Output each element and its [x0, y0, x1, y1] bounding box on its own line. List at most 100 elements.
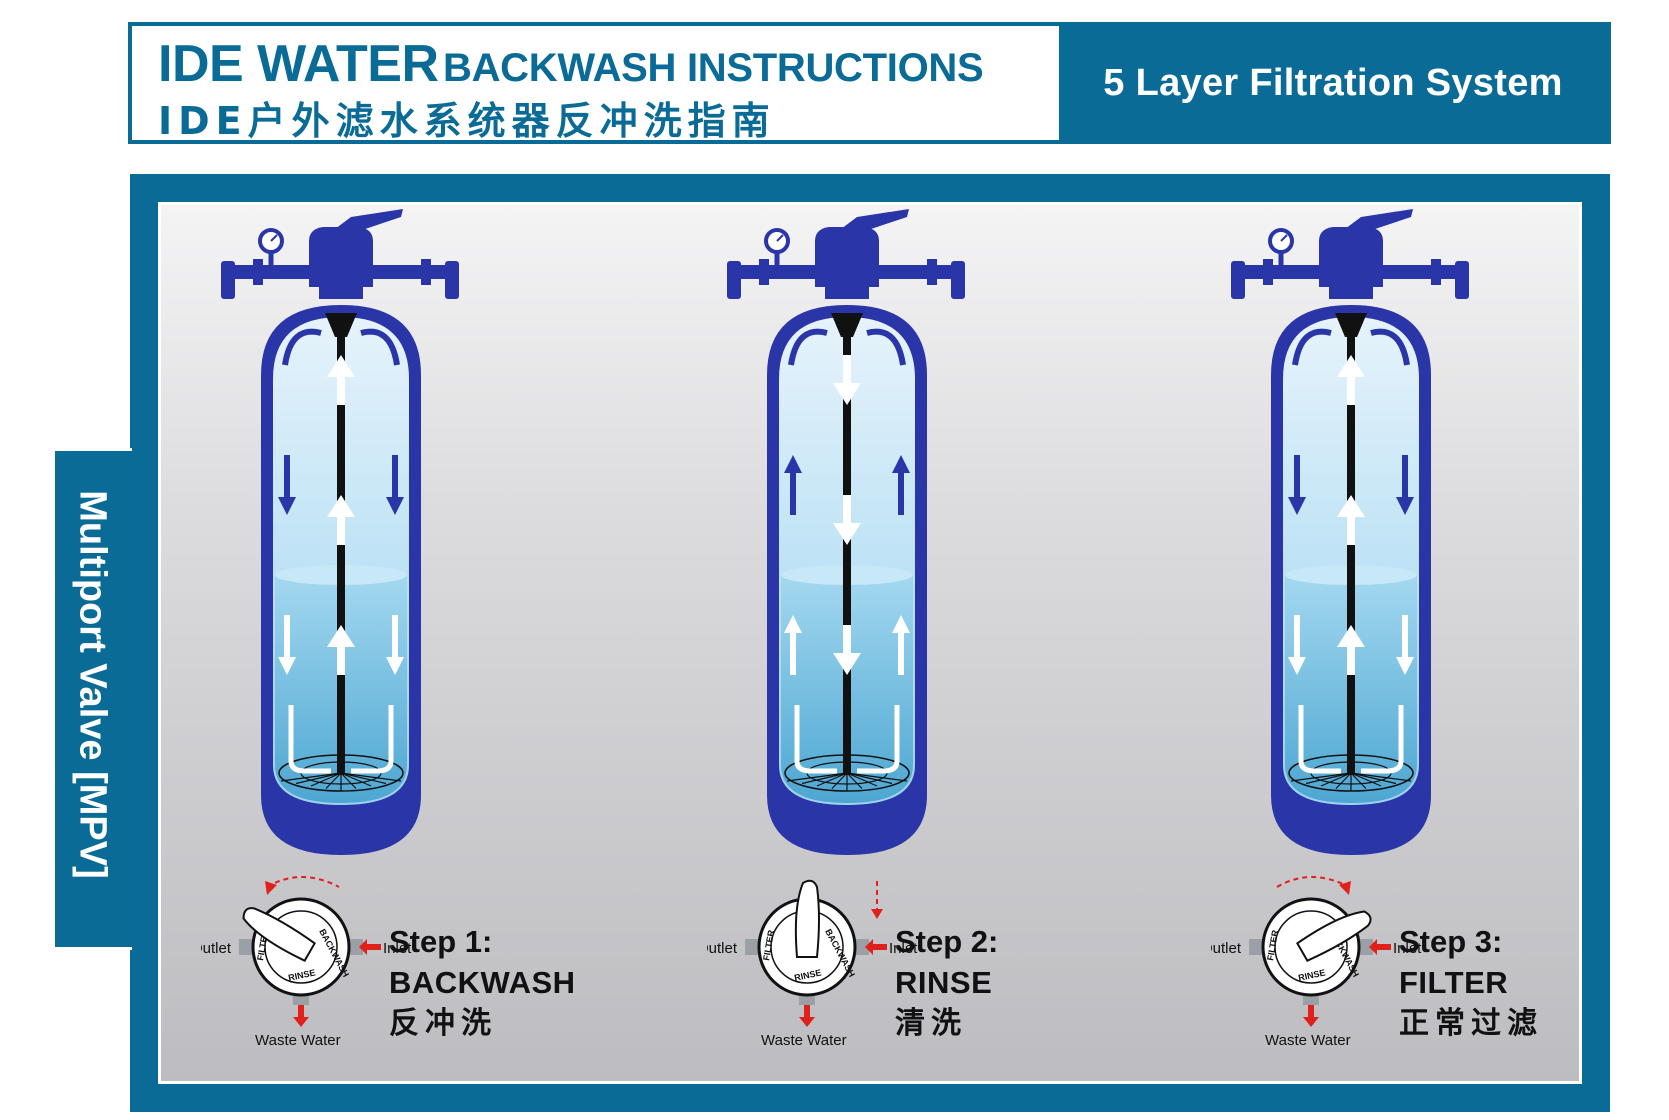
distributor-spoke: [340, 772, 357, 789]
rotate-indicator: [1276, 876, 1350, 888]
outlet-label: Outlet: [1211, 940, 1242, 957]
valve-head: [309, 227, 373, 287]
tank-diagram-3: BACKWASHFILTERRINSEOutletInletWaste Wate…: [1211, 209, 1469, 1049]
step-mode: RINSE: [895, 965, 993, 1000]
pipe-left-joint: [1263, 259, 1273, 285]
curl-arrow-right: [1370, 328, 1410, 366]
center-riser: [843, 323, 851, 775]
page-title: IDE WATER BACKWASH INSTRUCTIONS: [158, 34, 984, 94]
pipe-right-drop: [445, 261, 459, 299]
bottom-flow-left: [1298, 705, 1341, 774]
valve-handle: [1345, 209, 1413, 231]
inlet-label: Inlet: [1393, 940, 1422, 957]
waste-arrow: [1303, 1005, 1319, 1027]
curl-arrow-left: [1292, 328, 1332, 366]
distributor-spoke: [816, 772, 848, 787]
step-filter: BACKWASHFILTERRINSEOutletInletWaste Wate…: [1211, 205, 1579, 1081]
flow-arrow-up: [327, 495, 355, 545]
pipe-left-joint: [253, 259, 263, 285]
side-flow-arrow-up: [892, 455, 910, 515]
flow-arrow-up: [1337, 495, 1365, 545]
flow-arrow-up: [327, 355, 355, 405]
pipe-right-joint: [927, 259, 937, 285]
valve-head: [1319, 227, 1383, 287]
top-diffuser: [325, 313, 357, 337]
waste-water-label: Waste Water: [761, 1032, 847, 1049]
side-flow-arrow-up: [784, 615, 802, 675]
distributor-spoke: [786, 772, 848, 782]
distributor-spoke: [846, 772, 863, 789]
title-chinese: IDE户外滤水系统器反冲洗指南: [158, 99, 776, 143]
side-flow-arrow-down: [386, 455, 404, 515]
inlet-arrow: [865, 939, 887, 955]
distributor-spoke: [1290, 772, 1352, 782]
distributor-spoke: [1335, 772, 1352, 789]
valve-collar: [319, 285, 363, 299]
valve-collar: [825, 285, 869, 299]
distributor-spoke: [801, 772, 848, 785]
distributor-spoke: [846, 772, 893, 785]
subtitle-text: 5 Layer Filtration System: [1103, 61, 1563, 104]
pipe-left-drop: [727, 261, 741, 299]
flow-arrow-up: [1337, 625, 1365, 675]
waste-water-label: Waste Water: [1265, 1032, 1351, 1049]
step-title: Step 2:: [895, 924, 999, 959]
side-flow-arrow-up: [784, 455, 802, 515]
valve-collar: [1329, 285, 1373, 299]
tank-diagram-1: BACKWASHFILTERRINSEOutletInletWaste Wate…: [201, 209, 459, 1049]
distributor-spoke: [1350, 772, 1367, 789]
distributor-spoke: [1350, 772, 1412, 782]
step-mode-chinese: 正常过滤: [1399, 1006, 1543, 1041]
distributor-spoke: [295, 772, 342, 785]
side-flow-arrow-down: [278, 455, 296, 515]
flow-arrow-up: [327, 625, 355, 675]
pipe-right-drop: [1455, 261, 1469, 299]
valve-head: [815, 227, 879, 287]
inlet-label: Inlet: [889, 940, 918, 957]
inlet-arrow: [1369, 939, 1391, 955]
distributor-spoke: [280, 772, 342, 782]
distributor-spoke: [1350, 772, 1397, 785]
distributor-spoke: [340, 772, 372, 787]
top-diffuser: [1335, 313, 1367, 337]
step-mode-chinese: 清洗: [895, 1006, 967, 1041]
side-tab: Multiport Valve [MPV]: [52, 448, 132, 950]
step-label-1: Step 1: BACKWASH 反冲洗: [389, 923, 576, 1043]
waste-arrow: [293, 1005, 309, 1027]
pipe-right-drop: [951, 261, 965, 299]
inlet-arrow: [359, 939, 381, 955]
bottom-flow-right: [1361, 705, 1404, 774]
step-mode: FILTER: [1399, 965, 1509, 1000]
subtitle-box: 5 Layer Filtration System: [1059, 26, 1607, 140]
center-riser: [337, 323, 345, 775]
distributor-spoke: [846, 772, 908, 782]
distributor-spoke: [846, 772, 878, 787]
diagram-panel: BACKWASHFILTERRINSEOutletInletWaste Wate…: [158, 202, 1582, 1084]
distributor-spoke: [1350, 772, 1382, 787]
dial-handle: [794, 879, 820, 958]
valve-handle: [841, 209, 909, 231]
outlet-label: Outlet: [707, 940, 738, 957]
gauge-needle: [1280, 234, 1288, 242]
inlet-label: Inlet: [383, 940, 412, 957]
distributor-spoke: [340, 772, 402, 782]
side-flow-arrow-up: [892, 615, 910, 675]
curl-arrow-right: [360, 328, 400, 366]
header-banner: IDE WATER BACKWASH INSTRUCTIONS IDE户外滤水系…: [128, 22, 1611, 144]
bottom-flow-right: [857, 705, 900, 774]
pipe-left-drop: [221, 261, 235, 299]
step-title: Step 1:: [389, 924, 493, 959]
step-label-2: Step 2: RINSE 清洗: [895, 923, 998, 1043]
title-text: BACKWASH INSTRUCTIONS: [443, 46, 984, 90]
waste-water-label: Waste Water: [255, 1032, 341, 1049]
step-mode-chinese: 反冲洗: [389, 1006, 497, 1041]
dial-handle: [242, 907, 316, 962]
bottom-flow-right: [351, 705, 394, 774]
outlet-label: Outlet: [201, 940, 232, 957]
dial-inner-ring: [264, 910, 338, 984]
rotate-indicator-head: [1339, 881, 1351, 895]
diagram-frame: BACKWASHFILTERRINSEOutletInletWaste Wate…: [130, 174, 1610, 1112]
bottom-flow-left: [288, 705, 331, 774]
side-flow-arrow-down: [1396, 455, 1414, 515]
distributor-spoke: [340, 772, 387, 785]
